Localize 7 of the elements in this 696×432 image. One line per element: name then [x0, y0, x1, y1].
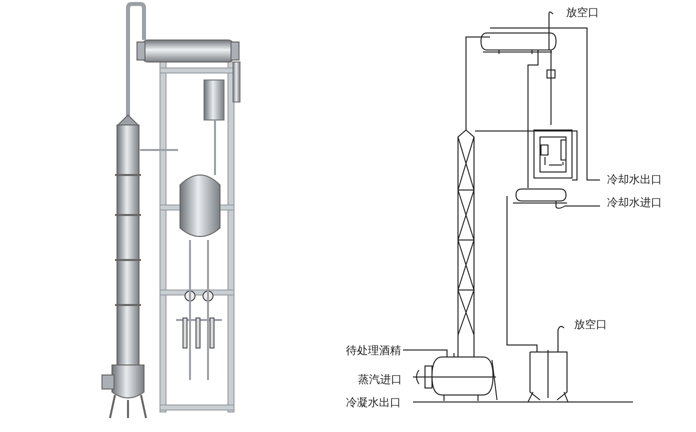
- port-label: 放空口: [566, 6, 599, 19]
- port-label: 蒸汽进口: [358, 373, 402, 386]
- port-label: 放空口: [574, 318, 607, 331]
- port-label: 冷却水出口: [607, 173, 662, 186]
- port-label: 冷却水进口: [607, 196, 662, 209]
- port-label: 冷凝水出口: [346, 396, 401, 409]
- port-label: 待处理酒精: [346, 344, 401, 357]
